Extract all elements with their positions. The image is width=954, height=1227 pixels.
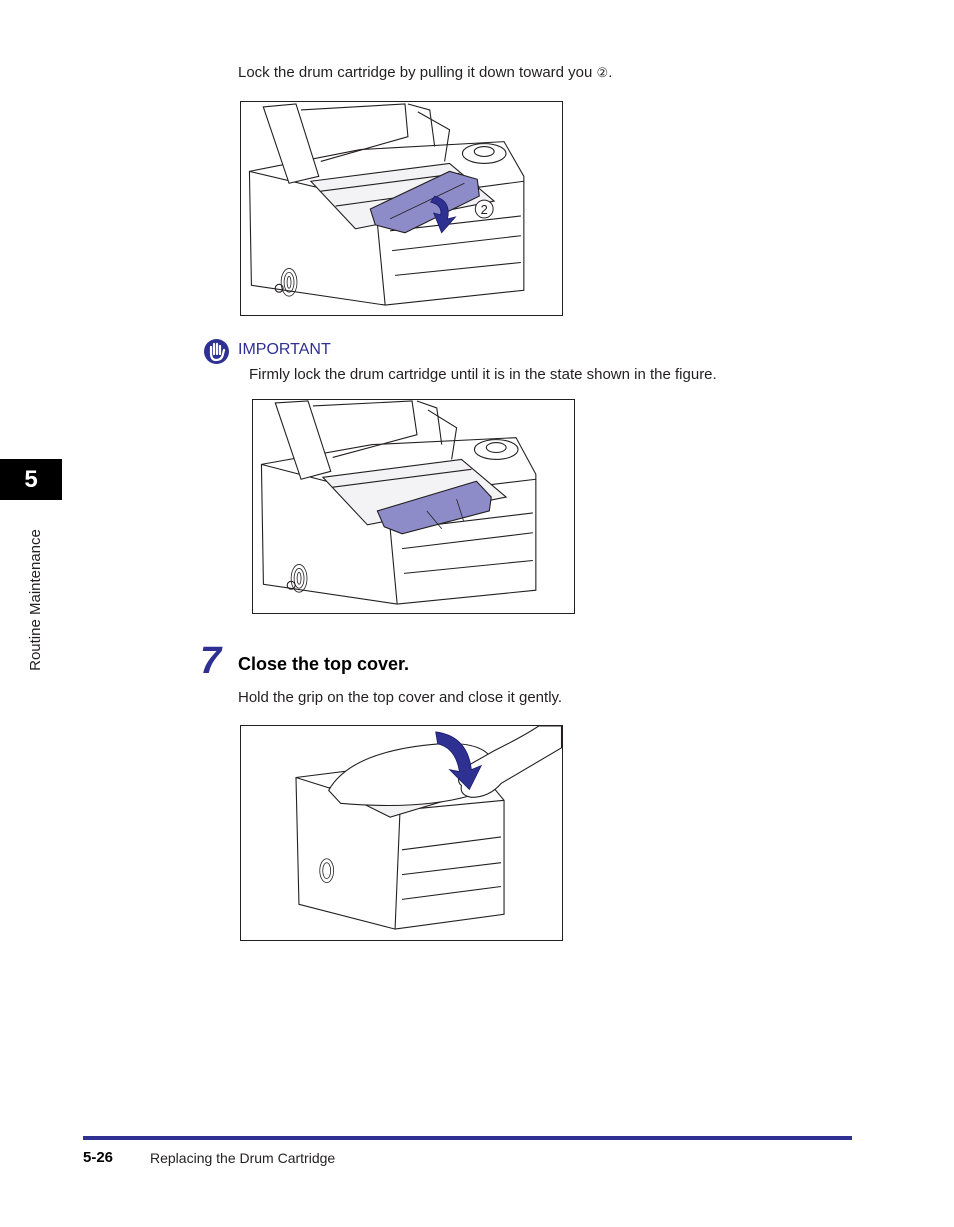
closing-arrow-icon <box>435 731 483 791</box>
step6-instruction-period: . <box>608 64 613 81</box>
down-arrow-icon <box>430 195 457 234</box>
figure-cartridge-locked <box>252 399 575 614</box>
important-label: IMPORTANT <box>238 341 331 358</box>
hand-shape <box>458 726 562 798</box>
callout-number: 2 <box>481 202 488 217</box>
callout-circle <box>474 199 494 219</box>
important-text: Firmly lock the drum cartridge until it … <box>249 366 717 383</box>
figure-lock-drum-cartridge: 2 <box>240 101 563 316</box>
important-icon <box>203 338 230 365</box>
circled-number-marker: ② <box>596 65 609 80</box>
step7-instruction: Hold the grip on the top cover and close… <box>238 689 563 706</box>
chapter-title-vertical: Routine Maintenance <box>27 529 44 671</box>
step6-instruction-text: Lock the drum cartridge by pulling it do… <box>238 64 593 81</box>
footer-section-title: Replacing the Drum Cartridge <box>150 1150 336 1166</box>
page-number: 5-26 <box>83 1149 114 1166</box>
printer-illustration-3 <box>295 726 562 930</box>
printer-illustration-1: 2 <box>248 103 525 306</box>
step-number: 7 <box>200 640 222 682</box>
printer-illustration-2 <box>260 400 537 605</box>
drum-cartridge-shape-locked <box>376 480 492 535</box>
step6-instruction: Lock the drum cartridge by pulling it do… <box>238 64 612 82</box>
footer-rule <box>83 1136 852 1140</box>
figure-close-top-cover <box>240 725 563 941</box>
step-title: Close the top cover. <box>238 654 410 674</box>
chapter-tab: 5 <box>0 459 62 500</box>
